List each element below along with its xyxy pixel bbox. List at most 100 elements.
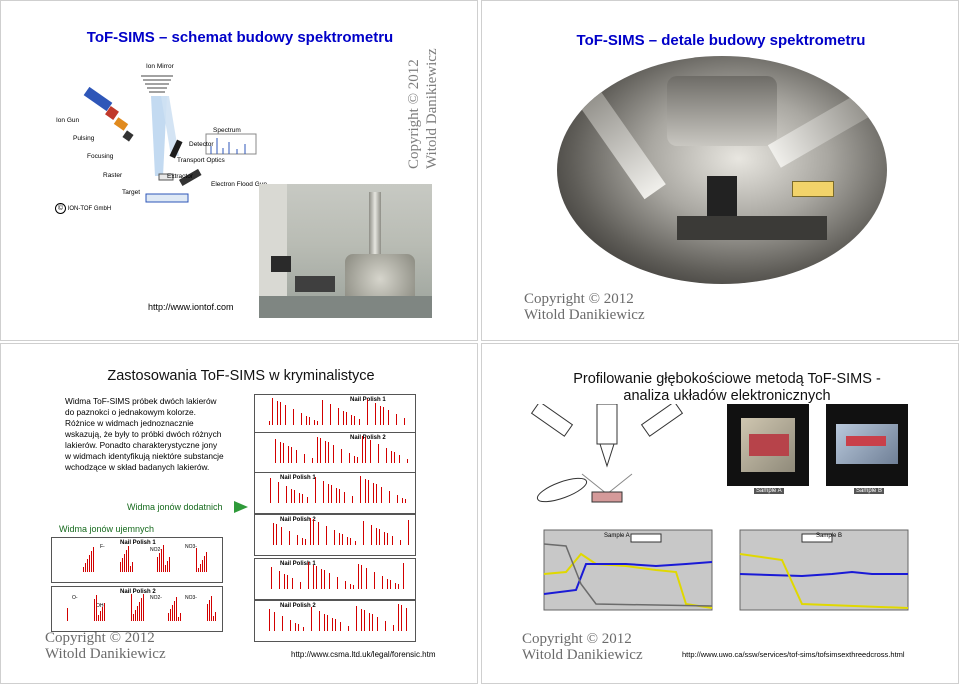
spectrum-peak [165,565,166,572]
spectrum-peak [269,421,270,425]
spectrum-positive-5: Nail Polish 1 [254,558,416,600]
ion-label: OH- [96,603,106,609]
spectrum-peak [387,579,388,589]
spectrum-peak [312,458,313,463]
spectrum-peak [291,447,292,463]
spectrum-peak [317,437,318,463]
spectrum-peak [325,441,326,463]
spectrum-peak [342,534,343,545]
spectrum-peak [285,405,286,425]
spectrum-peak [333,445,334,463]
spectrum-positive-3: Nail Polish 1 [254,472,416,514]
spectrum-peak [370,440,371,463]
spectrum-peak [304,454,305,463]
spectrum-peak [315,477,316,503]
spectrum-peak [387,533,388,545]
spectrum-peak [211,596,212,621]
spectrum-peak [137,606,138,621]
spectrum-peak [102,607,103,621]
spectrum-peak [384,532,385,545]
spectrum-peak [397,495,398,503]
spectrum-peak [400,540,401,545]
label-ion-gun: Ion Gun [56,117,80,124]
label-detector: Detector [189,141,214,148]
slide-tof-sims-schematic: ToF-SIMS – schemat budowy spektrometru [0,0,478,341]
spectrum-peak [278,482,279,503]
spectrum-peak [328,442,329,463]
spectrum-peak [383,407,384,425]
spectrum-peak [288,446,289,463]
spectrum-peak [204,556,205,572]
spectrum-peak [174,601,175,621]
label-pulsing: Pulsing [73,135,95,142]
spectrum-peak [135,610,136,621]
depth-profile-schematic [530,404,684,503]
spectrum-peak [404,418,405,425]
slide-title: Zastosowania ToF-SIMS w kryminalistyce [107,368,375,384]
spectrum-peak [365,437,366,463]
spectrum-peak [282,616,283,631]
spectrum-peak [284,574,285,589]
sample-a-label: Sample A [754,488,784,494]
spectrum-peak [331,485,332,503]
spectrum-title: Nail Polish 2 [280,603,316,609]
spectrum-peak [378,444,379,463]
spectrum-peak [94,599,95,621]
spectrum-peak [141,598,142,621]
positive-ions-label: Widma jonów dodatnich [127,502,223,512]
spectrum-peak [169,557,170,572]
spectrum-peak [96,595,97,621]
spectrum-peak [283,443,284,463]
spectrum-peak [176,597,177,621]
spectrum-peak [337,577,338,589]
spectrum-peak [196,548,197,572]
spectrum-peak [198,568,199,572]
spectrum-peak [373,483,374,503]
spectrum-peak [157,557,158,572]
spectrum-peak [168,613,169,621]
spectrum-negative-1: Nail Polish 1 F- NO2- NO3- [51,537,223,583]
spectrum-peak [270,478,271,503]
spectrum-peak [385,621,386,631]
spectrum-peak [389,491,390,503]
spectrum-peak [361,609,362,631]
spectrum-peak [362,436,363,463]
spectrum-title: Nail Polish 1 [280,561,316,567]
spectrum-peak [334,530,335,545]
spectrum-peak [83,567,84,572]
spectrum-peak [126,550,127,572]
spectrum-peak [133,614,134,621]
spectrum-peak [350,584,351,589]
spectrum-peak [365,479,366,503]
label-extractor: Extractor [167,173,194,180]
spectrum-peak [124,554,125,572]
spectrum-peak [405,499,406,503]
spectrum-peak [311,607,312,631]
chart-b-title: Sample B [816,533,843,539]
spectrum-peak [98,615,99,621]
sample-b-label: Sample B [854,488,885,494]
arrow-right-icon [234,501,248,513]
spectrum-peak [358,564,359,589]
description-paragraph: Widma ToF-SIMS próbek dwóch lakierów do … [65,396,224,472]
spectrum-peak [330,404,331,425]
spectrum-peak [280,442,281,463]
spectrum-peak [376,528,377,545]
spectrum-peak [388,410,389,425]
spectrum-title: Nail Polish 2 [350,435,386,441]
slide-title: Profilowanie głębokościowe metodą ToF-SI… [522,371,932,405]
spectrum-peak [170,609,171,621]
spectrum-peak [300,582,301,589]
spectrum-peak [355,541,356,545]
spectrum-peak [269,609,270,631]
spectrum-peak [295,623,296,631]
spectrum-peak [353,585,354,589]
spectrum-peak [207,604,208,621]
spectrum-peak [277,401,278,425]
spectrum-peak [159,553,160,572]
spectrum-peak [357,457,358,463]
spectrum-peak [313,565,314,589]
spectrum-peak [161,549,162,572]
negative-ions-label: Widma jonów ujemnych [59,524,155,534]
spectrum-peak [332,618,333,631]
